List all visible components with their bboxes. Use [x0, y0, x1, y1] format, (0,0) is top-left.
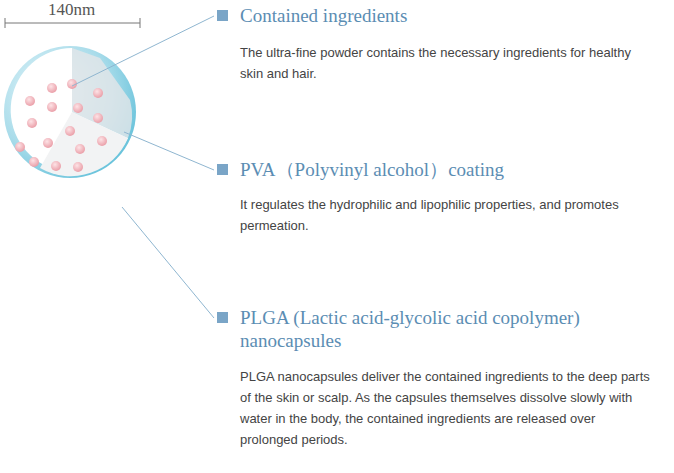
- callout-body: It regulates the hydrophilic and lipophi…: [240, 194, 660, 236]
- callout-body: The ultra-fine powder contains the neces…: [240, 42, 650, 84]
- dimension-label: 140nm: [48, 0, 95, 20]
- callout-heading: PVA（Polyvinyl alcohol）coating: [240, 158, 670, 181]
- ingredient-dots: [15, 79, 107, 172]
- dimension-line: [5, 18, 140, 28]
- leader-line: [72, 16, 214, 318]
- capsule-shell: [4, 46, 136, 178]
- callout-heading: Contained ingredients: [240, 4, 670, 27]
- bullet-square: [217, 10, 228, 323]
- callout-heading: PLGA (Lactic acid-glycolic acid copolyme…: [240, 306, 670, 352]
- callout-body: PLGA nanocapsules deliver the contained …: [240, 366, 650, 450]
- cutaway-floor: [40, 112, 128, 176]
